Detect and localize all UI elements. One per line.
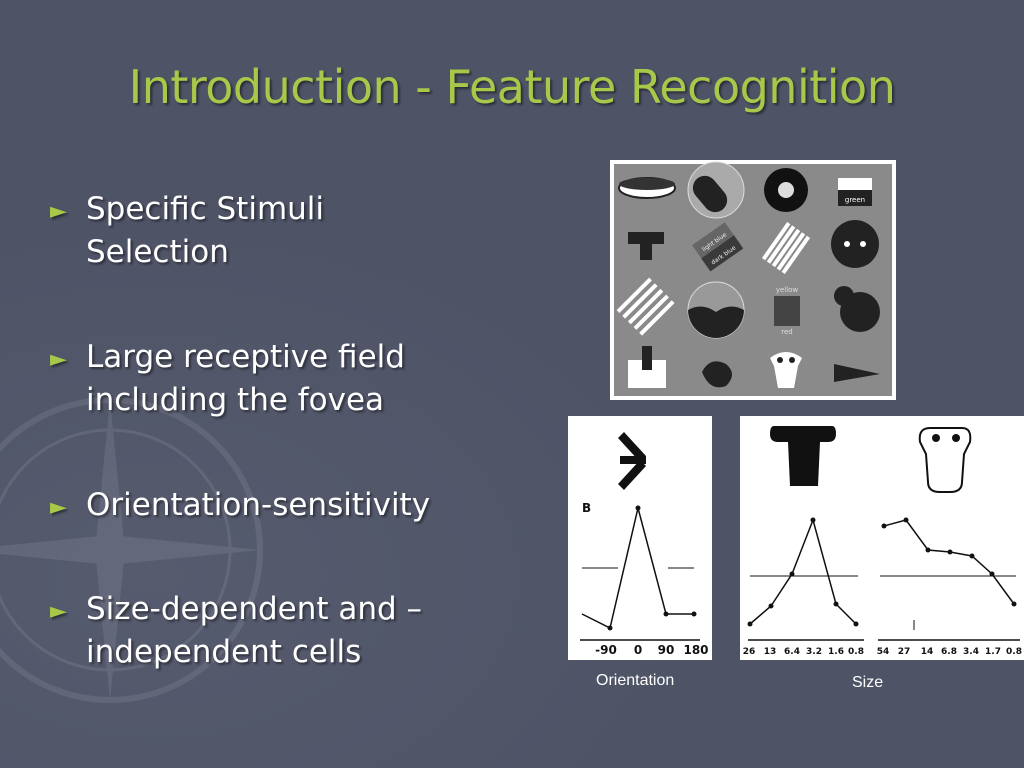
bullet-arrow-icon: ► [50,347,67,372]
label-yellow: yellow [776,286,799,294]
bullet-arrow-icon: ► [50,495,67,520]
panel-label: B [582,501,591,515]
tick-label: 13 [764,647,777,657]
bullet-text: Specific Stimuli [86,191,325,227]
tick-label: 0 [634,643,642,657]
bullet-text: Selection [86,234,229,270]
bullet-text: independent cells [86,634,362,670]
tick-label: 27 [898,647,911,657]
tick-label: 3.4 [963,647,979,657]
bullet-text: Orientation-sensitivity [86,487,431,523]
tick-label: 6.4 [784,647,800,657]
size-figure: 26 13 6.4 3.2 1.6 0.8 54 27 14 6.8 3.4 1… [740,416,1024,660]
bullet-arrow-icon: ► [50,599,67,624]
orientation-caption: Orientation [596,672,675,689]
tick-label: 180 [683,643,708,657]
bullet-text: including the fovea [86,382,385,418]
size-chart: 26 13 6.4 3.2 1.6 0.8 54 27 14 6.8 3.4 1… [743,426,1022,657]
tick-label: -90 [595,643,617,657]
bullet-text: Size-dependent and – [86,591,423,627]
stimuli-image: green light blue dark blue [614,161,892,396]
bullet-item: ► Size-dependent and – independent cells [50,588,422,674]
stimuli-figure: green light blue dark blue [610,160,896,400]
orientation-chart: B -90 0 90 180 [580,432,709,657]
size-caption: Size [852,674,884,691]
label-green: green [845,196,865,204]
tick-label: 0.8 [1006,647,1022,657]
bullet-item: ► Orientation-sensitivity [50,484,430,529]
slide-title: Introduction - Feature Recognition [128,60,896,114]
tick-label: 1.7 [985,647,1001,657]
tick-label: 6.8 [941,647,957,657]
tick-label: 1.6 [828,647,844,657]
label-red: red [781,328,792,336]
compass-watermark [0,397,263,703]
tick-label: 3.2 [806,647,822,657]
bullet-text: Large receptive field [86,339,405,375]
tick-label: 26 [743,647,756,657]
orientation-figure: B -90 0 90 180 [568,416,712,660]
bullet-item: ► Large receptive field including the fov… [50,336,405,422]
tick-label: 0.8 [848,647,864,657]
tick-label: 14 [921,647,934,657]
tick-label: 90 [658,643,675,657]
tick-label: 54 [877,647,890,657]
bullet-arrow-icon: ► [50,199,67,224]
